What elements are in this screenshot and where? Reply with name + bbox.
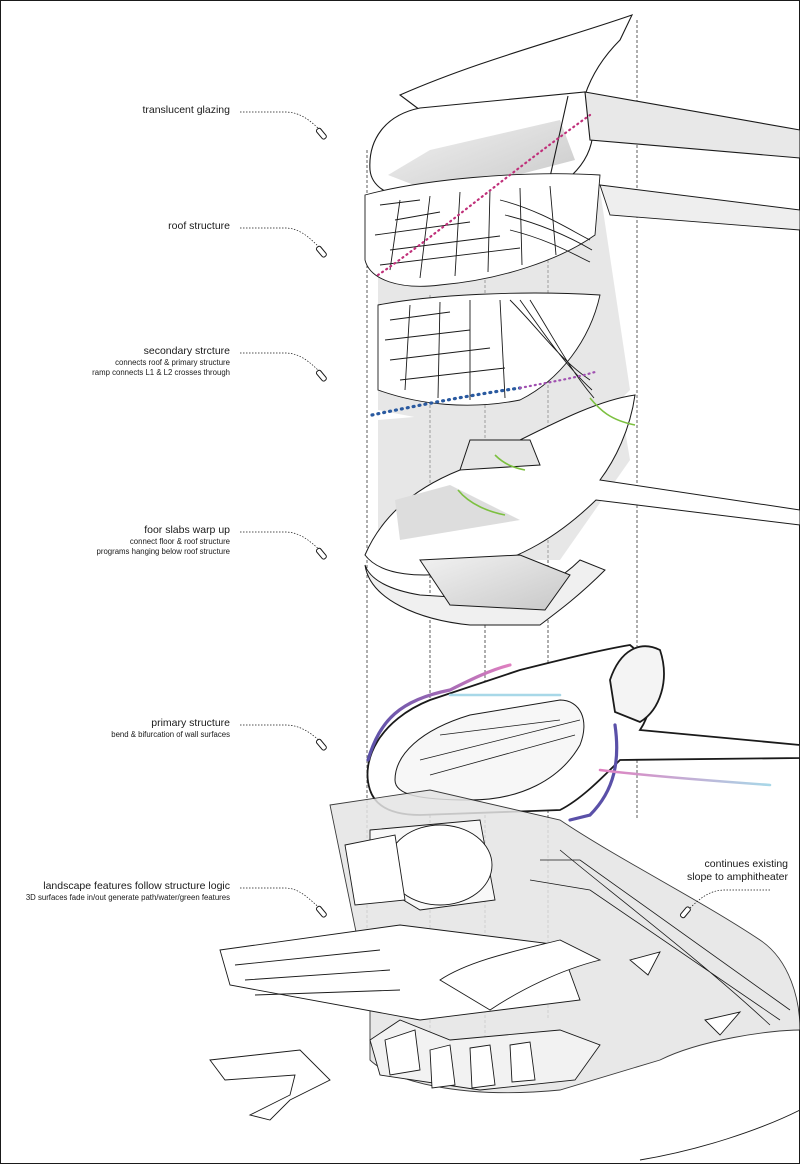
label-line: slope to amphitheater (687, 871, 788, 883)
floor-slabs (364, 394, 800, 626)
primary-structure (366, 644, 800, 816)
label-line: bend & bifurcation of wall surfaces (111, 730, 230, 739)
label-line: connects roof & primary structure (115, 358, 230, 367)
secondary-structure (377, 292, 601, 406)
label-pin-markers (315, 127, 691, 919)
label-title: landscape features follow structure logi… (43, 880, 230, 892)
label-slope-amphitheater: continues existing slope to amphitheater (600, 858, 788, 884)
ramp-lines (370, 113, 597, 417)
label-floor-slabs: foor slabs warp up connect floor & roof … (97, 524, 230, 557)
label-line: continues existing (704, 858, 788, 870)
label-line: 3D surfaces fade in/out generate path/wa… (25, 893, 230, 902)
label-line: connect floor & roof structure (129, 537, 230, 546)
label-title: translucent glazing (142, 104, 230, 116)
green-paths (457, 397, 636, 516)
label-line: ramp connects L1 & L2 crosses through (92, 368, 230, 377)
label-title: secondary strcture (143, 345, 230, 357)
label-translucent-glazing: translucent glazing (142, 104, 230, 117)
label-title: primary structure (151, 717, 230, 729)
landscape-features (209, 789, 800, 1161)
label-line: programs hanging below roof structure (96, 547, 230, 556)
roof-structure (364, 173, 800, 287)
primary-color-edges (366, 663, 772, 822)
label-primary-structure: primary structure bend & bifurcation of … (111, 717, 230, 740)
label-title: roof structure (168, 220, 230, 232)
label-roof-structure: roof structure (168, 220, 230, 233)
label-landscape-features: landscape features follow structure logi… (26, 880, 230, 903)
glazing-layer (369, 14, 800, 201)
label-secondary-structure: secondary strcture connects roof & prima… (92, 345, 230, 378)
label-title: foor slabs warp up (144, 524, 230, 536)
